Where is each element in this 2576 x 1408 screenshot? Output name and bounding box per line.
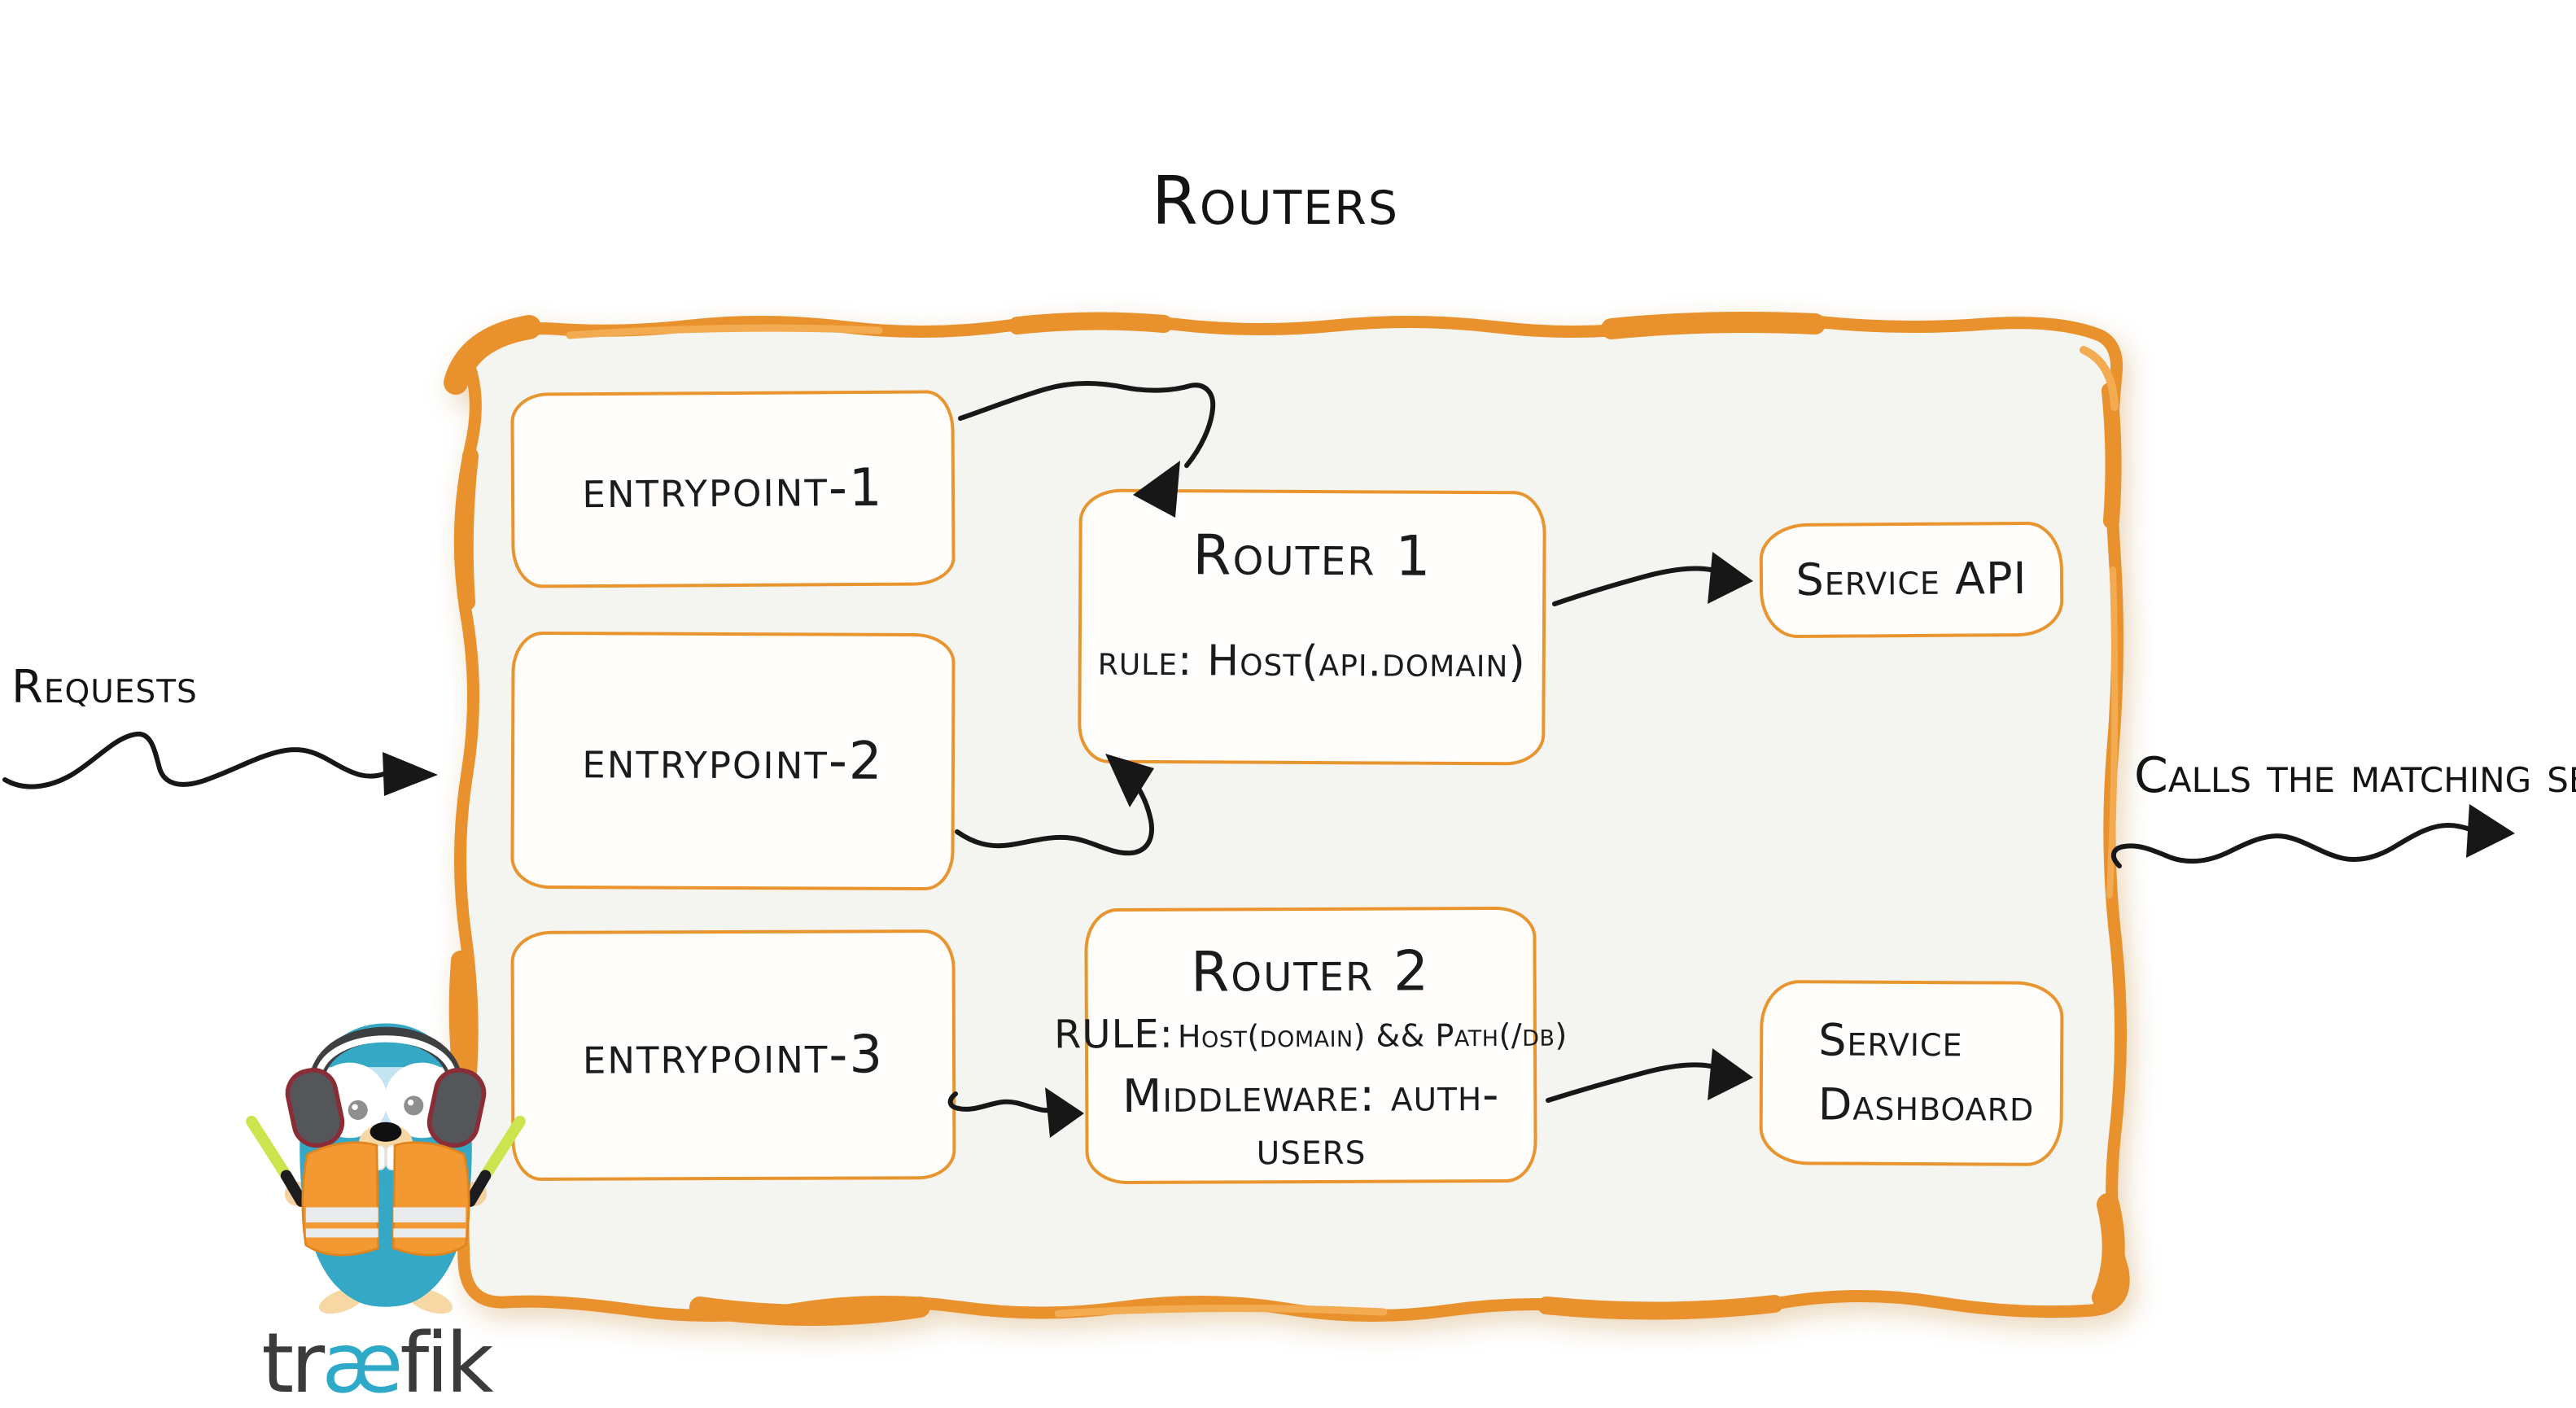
requests-arrow <box>2 731 438 796</box>
arrow-router2-to-service-dashboard <box>1546 1048 1753 1103</box>
router-1-title: Router 1 <box>1192 523 1432 589</box>
router-2-box: Router 2 RULE: Host(domain) && Path(/db)… <box>1054 906 1568 1185</box>
router-1-rule: rule: Host(api.domain) <box>1097 636 1526 688</box>
router-2-title: Router 2 <box>1190 939 1431 1005</box>
service-dashboard-box: Service Dashboard <box>1759 980 2064 1166</box>
service-dashboard-label: Service Dashboard <box>1817 1014 2035 1131</box>
gopher-nose <box>370 1122 402 1142</box>
wordmark-tr: tr <box>261 1315 325 1408</box>
router-1-box: Router 1 rule: Host(api.domain) <box>1078 488 1546 766</box>
service-api-box: Service API <box>1759 521 2064 639</box>
arrow-entrypoint2-to-router1 <box>955 754 1154 856</box>
calls-the-matching-server-label: Calls the matching server <box>2134 747 2576 804</box>
traefik-gopher-mascot <box>246 1023 526 1314</box>
gopher-headphones <box>285 1026 487 1148</box>
entrypoint-3-label: entrypoint-3 <box>582 1024 885 1087</box>
entrypoint-2-label: entrypoint-2 <box>582 730 884 792</box>
router-2-rule-label: RULE: <box>1053 1012 1174 1058</box>
gopher-safety-vest <box>301 1141 470 1257</box>
calls-arrow <box>2110 804 2515 868</box>
arrow-entrypoint3-to-router2 <box>947 1087 1084 1138</box>
entrypoint-1-box: entrypoint-1 <box>510 390 956 588</box>
entrypoint-1-label: entrypoint-1 <box>582 457 884 521</box>
router-2-rule-value: Host(domain) && Path(/db) <box>1177 1017 1568 1056</box>
traefik-wordmark: træfik <box>238 1323 514 1406</box>
entrypoint-2-box: entrypoint-2 <box>510 631 956 891</box>
requests-label: Requests <box>11 661 198 714</box>
entrypoint-3-box: entrypoint-3 <box>510 929 956 1181</box>
wordmark-fik: fik <box>400 1315 493 1408</box>
router-2-middleware: Middleware: auth-users <box>1122 1069 1500 1176</box>
page-title: Routers <box>1151 163 1400 240</box>
wordmark-ae: æ <box>321 1315 403 1408</box>
service-api-label: Service API <box>1795 553 2027 606</box>
router-2-rule: RULE: Host(domain) && Path(/db) <box>1054 1010 1568 1058</box>
arrow-router1-to-service-api <box>1552 552 1753 606</box>
